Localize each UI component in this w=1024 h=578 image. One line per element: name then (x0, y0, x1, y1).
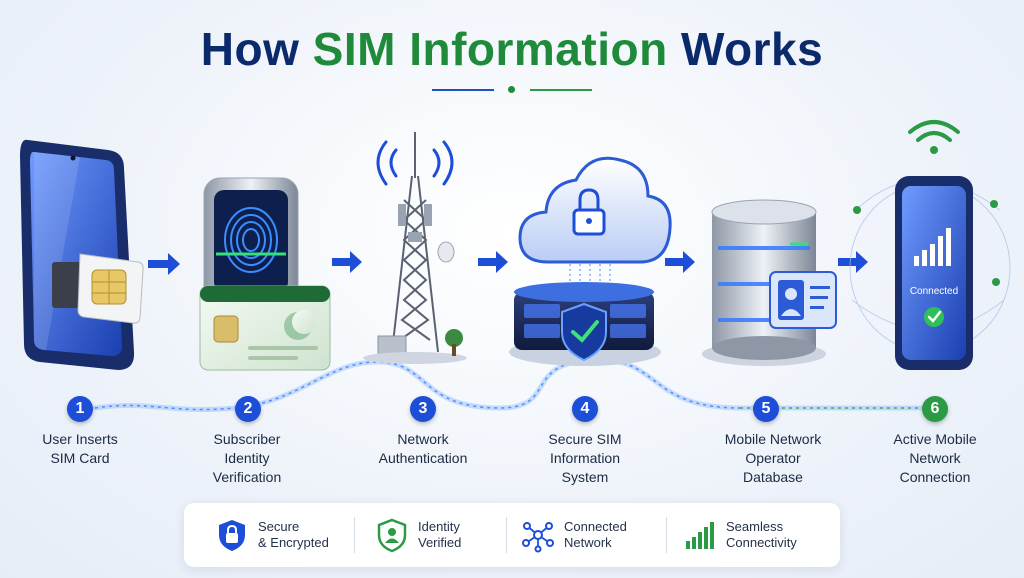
signal-bars-icon (686, 522, 714, 549)
step-number-1: 1 (67, 396, 93, 422)
step-number-2: 2 (235, 396, 261, 422)
page-title: How SIM Information Works (0, 22, 1024, 76)
step-number-6: 6 (922, 396, 948, 422)
step-label-6: Active Mobile Network Connection (893, 431, 977, 485)
fingerprint-id-card-icon (199, 177, 331, 371)
flow-arrows (148, 251, 868, 275)
feature-connectivity: Seamless Connectivity (682, 503, 797, 567)
step-label-1: User Inserts SIM Card (42, 431, 118, 466)
feature-network-label: Connected Network (564, 519, 627, 550)
step-label-5: Mobile Network Operator Database (724, 431, 822, 485)
feature-connectivity-label: Seamless Connectivity (726, 519, 797, 550)
title-divider (432, 86, 592, 94)
shield-user-icon (377, 518, 407, 553)
step-label-4: Secure SIM Information System (548, 431, 622, 485)
feature-network: Connected Network (520, 503, 627, 567)
title-part-how: How (200, 23, 313, 75)
feature-identity: Identity Verified (374, 503, 461, 567)
phone-sim-icon (20, 139, 144, 370)
step-number-3: 3 (410, 396, 436, 422)
database-icon (702, 199, 837, 366)
connected-phone-icon (849, 120, 1011, 370)
feature-secure: Secure & Encrypted (214, 503, 329, 567)
features-bar: Secure & Encrypted Identity Verified Con… (184, 503, 840, 567)
title-part-sim-information: SIM Information (312, 23, 668, 75)
feature-secure-label: Secure & Encrypted (258, 519, 329, 550)
feature-identity-label: Identity Verified (418, 519, 462, 550)
step-number-5: 5 (753, 396, 779, 422)
step-label-2: Subscriber Identity Verification (212, 431, 282, 485)
title-part-works: Works (667, 23, 824, 75)
network-nodes-icon (522, 522, 554, 553)
cloud-lock-server-icon (509, 156, 672, 366)
cell-tower-icon (363, 132, 467, 364)
phone-status-text: Connected (909, 286, 959, 297)
step-label-3: Network Authentication (378, 431, 468, 466)
step-number-4: 4 (572, 396, 598, 422)
shield-lock-icon (219, 520, 245, 551)
